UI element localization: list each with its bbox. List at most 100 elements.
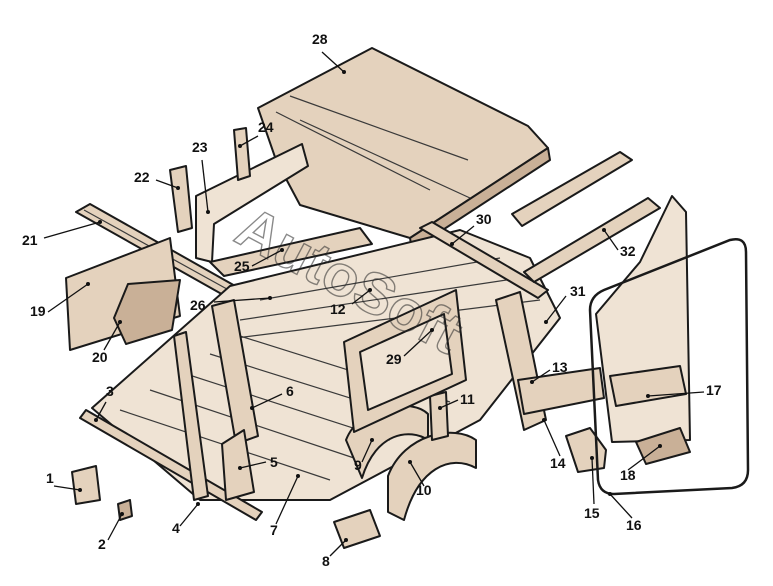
callout-leader-6 (251, 393, 283, 409)
callout-25: 25 (234, 248, 284, 274)
callout-6: 6 (250, 383, 294, 410)
callout-32: 32 (602, 228, 636, 259)
callout-8: 8 (322, 538, 348, 569)
callout-dot-14 (542, 418, 546, 422)
callout-label-14: 14 (550, 455, 566, 471)
callout-leader-17 (647, 391, 705, 397)
callout-leader-25 (251, 249, 283, 267)
callout-label-2: 2 (98, 536, 106, 552)
callout-leader-19 (47, 283, 89, 313)
callout-dot-22 (176, 186, 180, 190)
callout-5: 5 (238, 454, 278, 470)
callout-leader-18 (627, 445, 661, 471)
callout-12: 12 (330, 288, 372, 317)
callout-dot-29 (430, 328, 434, 332)
callout-leader-7 (275, 475, 299, 525)
callout-dot-26 (268, 296, 272, 300)
callout-dot-1 (78, 488, 82, 492)
callout-dot-31 (544, 320, 548, 324)
callout-label-15: 15 (584, 505, 600, 521)
part-pillar-6 (211, 299, 259, 445)
callout-label-24: 24 (258, 119, 274, 135)
callout-31: 31 (544, 283, 586, 324)
callout-leader-2 (107, 513, 123, 541)
callout-dot-5 (238, 466, 242, 470)
callout-label-16: 16 (626, 517, 642, 533)
callout-label-21: 21 (22, 232, 38, 248)
callout-1: 1 (46, 470, 82, 492)
callout-label-31: 31 (570, 283, 586, 299)
callout-leader-29 (403, 329, 433, 357)
callout-28: 28 (312, 31, 346, 74)
callout-label-28: 28 (312, 31, 328, 47)
callout-21: 21 (22, 220, 102, 248)
callout-label-10: 10 (416, 482, 432, 498)
callout-label-26: 26 (190, 297, 206, 313)
callout-leader-21 (43, 221, 101, 239)
callout-dot-25 (280, 248, 284, 252)
callout-2: 2 (98, 512, 124, 552)
callout-leader-16 (609, 493, 633, 519)
callout-24: 24 (238, 119, 274, 148)
callout-label-7: 7 (270, 522, 278, 538)
callout-label-25: 25 (234, 258, 250, 274)
callout-label-17: 17 (706, 382, 722, 398)
part-pillar-24 (233, 127, 251, 181)
callout-label-20: 20 (92, 349, 108, 365)
callout-label-1: 1 (46, 470, 54, 486)
callout-leader-10 (409, 461, 425, 487)
callout-26: 26 (190, 296, 272, 313)
callout-leader-23 (201, 159, 209, 213)
callout-dot-18 (658, 444, 662, 448)
callout-dot-2 (120, 512, 124, 516)
callout-label-32: 32 (620, 243, 636, 259)
part-post-4 (173, 331, 209, 501)
part-inner-panel-14 (517, 367, 605, 415)
callout-leader-12 (351, 289, 371, 305)
callout-dot-13 (530, 380, 534, 384)
callout-label-4: 4 (172, 520, 180, 536)
callout-leader-24 (239, 135, 259, 147)
callout-23: 23 (192, 139, 210, 214)
callout-dot-28 (342, 70, 346, 74)
callout-dot-30 (450, 242, 454, 246)
callout-leader-22 (155, 179, 179, 189)
callout-label-22: 22 (134, 169, 150, 185)
callout-layer: 1234567891011121314151617181920212223242… (22, 31, 722, 569)
part-rear-bulkhead (343, 289, 467, 433)
callout-4: 4 (172, 502, 200, 536)
callout-label-9: 9 (354, 457, 362, 473)
callout-dot-20 (118, 320, 122, 324)
callout-dot-32 (602, 228, 606, 232)
callout-label-12: 12 (330, 301, 346, 317)
callout-dot-3 (94, 418, 98, 422)
part-bracket-11 (429, 391, 449, 441)
callout-label-6: 6 (286, 383, 294, 399)
callout-18: 18 (620, 444, 662, 483)
callout-10: 10 (408, 460, 432, 498)
part-pillar-22 (169, 165, 193, 233)
part-block-8 (333, 509, 381, 549)
callout-leader-13 (531, 369, 551, 383)
part-rail-31 (523, 197, 661, 283)
callout-label-3: 3 (106, 383, 114, 399)
callout-label-30: 30 (476, 211, 492, 227)
part-pad-18 (635, 427, 691, 465)
part-clip-1 (71, 465, 101, 505)
callout-dot-9 (370, 438, 374, 442)
callout-22: 22 (134, 169, 180, 190)
callout-dot-8 (344, 538, 348, 542)
callout-7: 7 (270, 474, 300, 538)
part-bin-15 (565, 427, 607, 473)
callout-leader-3 (95, 401, 107, 421)
callout-leader-26 (213, 297, 271, 303)
callout-dot-16 (608, 492, 612, 496)
callout-29: 29 (386, 328, 434, 367)
callout-leader-11 (439, 399, 459, 409)
callout-9: 9 (354, 438, 374, 473)
callout-leader-30 (451, 225, 475, 245)
callout-13: 13 (530, 359, 568, 384)
callout-30: 30 (450, 211, 492, 246)
